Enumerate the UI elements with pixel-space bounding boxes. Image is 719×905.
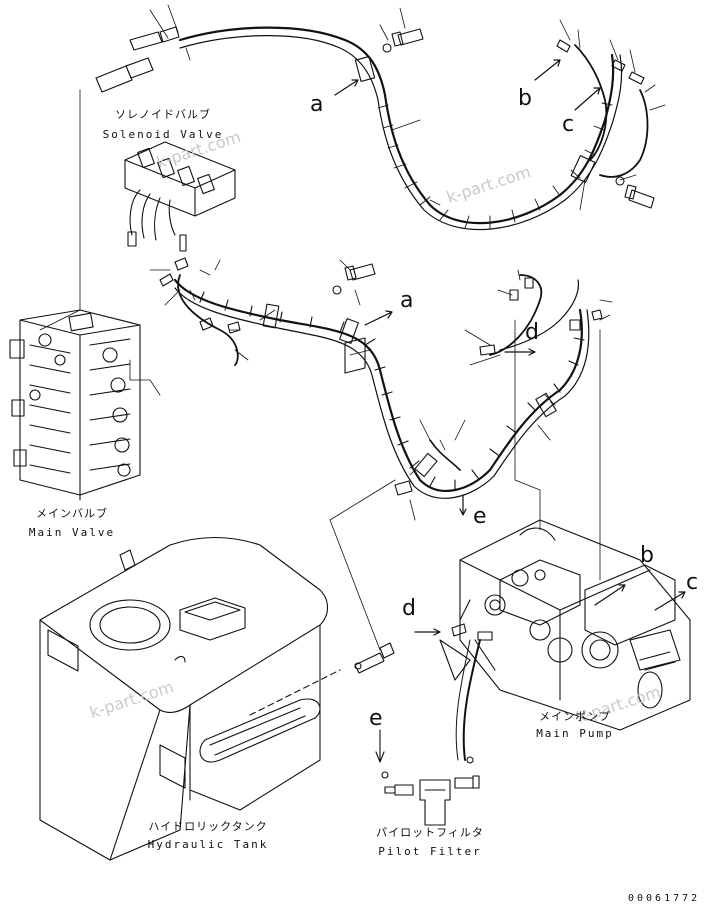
- main-valve-label-jp: メインバルブ: [36, 507, 108, 520]
- main-pump-label-jp: メインポンプ: [539, 710, 611, 723]
- solenoid-valve-label-en: Solenoid Valve: [102, 128, 224, 141]
- hydraulic-tank-label-en: Hydraulic Tank: [147, 838, 269, 851]
- callout-d-pump: d: [402, 596, 416, 621]
- callout-d-mid: d: [525, 320, 539, 345]
- pilot-filter-label-jp: パイロットフィルタ: [376, 826, 484, 839]
- main-valve-drawing: [9, 309, 141, 501]
- main-pump-label-en: Main Pump: [536, 727, 614, 740]
- part-number: 00061772: [628, 893, 701, 904]
- callout-c-top: c: [562, 112, 575, 137]
- callout-e-filter: e: [369, 706, 383, 731]
- pilot-filter-drawing: [375, 729, 480, 826]
- callout-a-mid: a: [400, 288, 414, 313]
- callout-b-pump: b: [640, 543, 654, 568]
- main-valve-label-en: Main Valve: [28, 526, 116, 539]
- callout-arrows: [334, 59, 686, 636]
- callout-b-top: b: [518, 86, 532, 111]
- callout-e-mid: e: [473, 504, 487, 529]
- callout-a-top: a: [310, 92, 324, 117]
- hydraulic-tank-drawing: [39, 536, 395, 861]
- upper-hose-assembly: [95, 26, 655, 231]
- callout-c-pump: c: [686, 570, 699, 595]
- solenoid-valve-label-jp: ソレノイドバルブ: [115, 108, 211, 121]
- solenoid-valve-drawing: [124, 141, 236, 252]
- main-pump-drawing: [439, 519, 691, 761]
- pilot-filter-label-en: Pilot Filter: [378, 845, 482, 858]
- middle-hose-assembly: [159, 257, 603, 499]
- hydraulic-tank-label-jp: ハイドロリックタンク: [148, 820, 268, 833]
- leader-lines: [39, 4, 666, 651]
